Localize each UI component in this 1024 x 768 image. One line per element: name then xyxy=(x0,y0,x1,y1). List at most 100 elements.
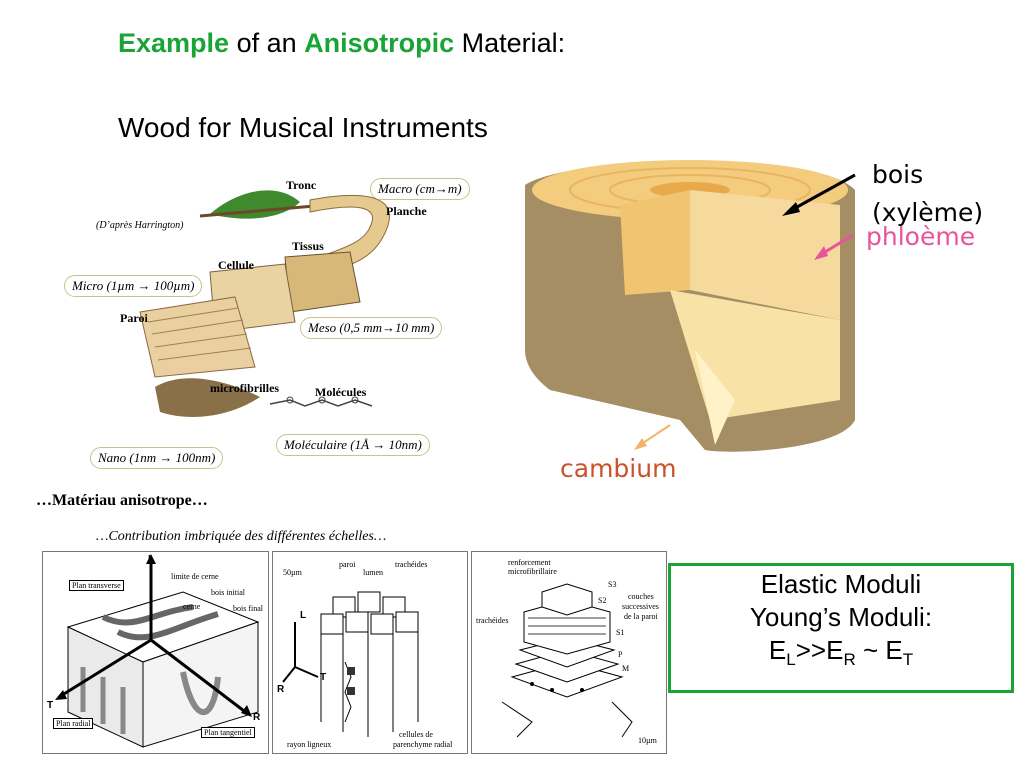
panel2-paroi: paroi xyxy=(339,560,356,569)
molecule-ring xyxy=(351,396,359,404)
layer-S3 xyxy=(541,583,593,616)
scale-hierarchy-figure: Tronc Planche Tissus Cellule Paroi micro… xyxy=(60,172,480,472)
panel1-cerne: cerne xyxy=(183,602,201,611)
panel2-scale: 50µm xyxy=(283,568,302,577)
label-cellule: Cellule xyxy=(218,258,254,272)
radial-stripes xyxy=(80,667,126,734)
molecule-ring xyxy=(318,396,326,404)
label-paroi: Paroi xyxy=(120,311,148,325)
panel3-renf-1: renforcement xyxy=(508,558,551,567)
cut-sector-top xyxy=(690,190,840,320)
elastic-line2: Young’s Moduli: xyxy=(749,602,933,632)
panel3-renf-2: microfibrillaire xyxy=(508,567,557,576)
materiau-caption: …Matériau anisotrope… xyxy=(36,492,208,509)
wood-planes-diagram xyxy=(55,554,260,748)
label-tronc: Tronc xyxy=(286,178,317,192)
title-example: Example xyxy=(118,28,230,58)
panel3-S3: S3 xyxy=(608,580,617,589)
dot xyxy=(550,688,554,692)
scale-micro: Micro (1µm → 100µm) xyxy=(64,275,203,297)
microfibril-bundle xyxy=(155,378,260,417)
ray-cell xyxy=(347,667,355,675)
slide-title: Example of an Anisotropic Material: xyxy=(118,28,565,59)
tracheids-diagram xyxy=(282,591,419,737)
dot xyxy=(580,688,584,692)
panel3-S2: S2 xyxy=(598,596,607,605)
panel1-T: T xyxy=(47,700,54,711)
cambium-arrowhead xyxy=(634,438,647,450)
scale-nano: Nano (1nm → 100nm) xyxy=(90,447,224,469)
elastic-moduli-box: Elastic Moduli Young’s Moduli: EL>>ER ~ … xyxy=(668,563,1014,693)
label-cambium: cambium xyxy=(560,454,677,483)
bois-arrow xyxy=(787,173,856,214)
label-planche: Planche xyxy=(386,204,427,218)
title-anisotropic: Anisotropic xyxy=(304,28,455,58)
elastic-sub-T: T xyxy=(902,650,914,670)
panel1-plan-tangentiel: Plan tangentiel xyxy=(201,727,255,738)
panel3-tracheides: trachéides xyxy=(476,616,509,625)
cell xyxy=(345,611,369,633)
cell xyxy=(370,613,394,635)
growth-rings xyxy=(101,604,219,641)
wall-layers xyxy=(139,296,256,378)
scale-meso: Meso (0,5 mm→10 mm) xyxy=(300,317,443,339)
axis-T xyxy=(58,638,152,699)
cell xyxy=(320,613,344,635)
panel1-plan-transverse: Plan transverse xyxy=(69,580,124,591)
elastic-gg-E: >>E xyxy=(795,635,844,665)
label-xyleme: (xylème) xyxy=(872,198,984,227)
elastic-E: E xyxy=(768,635,787,665)
panel-cell-wall: renforcement microfibrillaire trachéides… xyxy=(471,551,667,754)
cut-sector-side xyxy=(620,190,690,295)
panel1-plan-radial: Plan radial xyxy=(53,718,94,729)
label-tissus: Tissus xyxy=(292,239,324,253)
molecule-ring xyxy=(286,396,294,404)
label-bois: bois xyxy=(872,160,924,189)
panel2-tracheides: trachéides xyxy=(395,560,428,569)
hierarchy-illustration xyxy=(139,190,390,417)
panel-wood-planes: L T R Plan transverse limite de cerne bo… xyxy=(42,551,269,754)
cell xyxy=(357,591,381,613)
scale-moleculaire: Moléculaire (1Å → 10nm) xyxy=(276,434,430,456)
elastic-sub-R: R xyxy=(843,650,856,670)
trunk-figure: bois (xylème) phloème cambium xyxy=(510,150,1020,490)
panel3-M: M xyxy=(622,664,630,673)
scale-macro: Macro (cm→m) xyxy=(370,178,470,200)
panel2-rayon: rayon ligneux xyxy=(287,740,332,749)
label-phloeme: phloème xyxy=(866,222,976,251)
bois-arrowhead xyxy=(782,202,800,216)
panel3-scale: 10µm xyxy=(638,736,657,745)
molecule-chain xyxy=(269,399,373,407)
dot xyxy=(530,682,534,686)
panel2-L: L xyxy=(300,610,307,621)
cell xyxy=(395,611,419,633)
axis-T-head xyxy=(55,690,67,700)
axis-R xyxy=(150,638,249,716)
tissue-block xyxy=(284,251,361,313)
axis-T xyxy=(294,666,319,678)
elastic-tilde-E: ~ E xyxy=(855,635,903,665)
cambium-arrow xyxy=(639,424,671,446)
wall-lines xyxy=(147,307,252,361)
panel3-couches-3: de la paroi xyxy=(624,612,658,621)
credit-harrington: (D’après Harrington) xyxy=(96,220,184,231)
panel1-bois-initial: bois initial xyxy=(211,588,245,597)
tangential-grain xyxy=(180,671,221,715)
elastic-line1: Elastic Moduli xyxy=(760,569,922,599)
cell-wall-diagram xyxy=(501,583,633,738)
panel2-T: T xyxy=(320,672,327,683)
axis-R-head xyxy=(241,705,252,717)
title-material: Material: xyxy=(454,28,566,58)
ray-cell xyxy=(347,687,355,695)
panel-tracheids: 50µm paroi lumen trachéides L T R rayon … xyxy=(272,551,468,754)
tree-crown xyxy=(210,190,300,219)
panel3-couches-1: couches xyxy=(628,592,654,601)
trunk-illustration xyxy=(525,160,856,452)
panel1-L: L xyxy=(148,554,155,565)
panel1-R: R xyxy=(253,712,261,723)
panel1-limite: limite de cerne xyxy=(171,572,219,581)
tracheid-walls xyxy=(320,632,419,737)
panel3-couches-2: successives xyxy=(622,602,659,611)
panel2-lumen: lumen xyxy=(363,568,383,577)
slide-subtitle: Wood for Musical Instruments xyxy=(118,112,488,143)
